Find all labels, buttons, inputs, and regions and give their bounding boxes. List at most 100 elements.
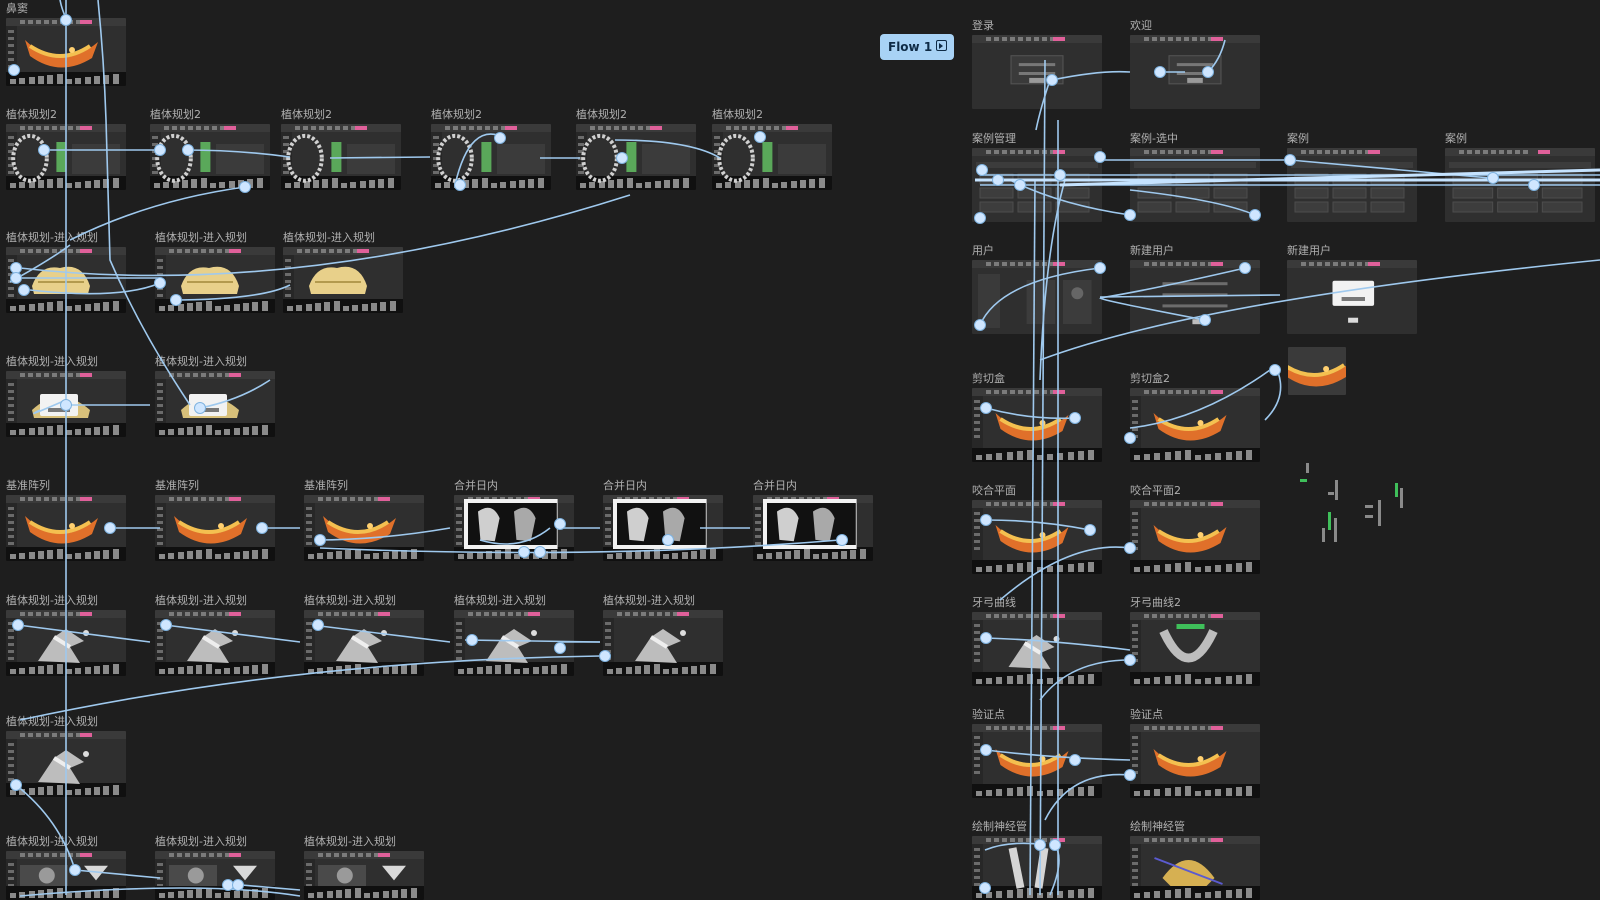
prototype-frame[interactable]: 案例管理 — [972, 132, 1102, 222]
frame-thumbnail[interactable] — [1130, 148, 1260, 222]
frame-thumbnail[interactable] — [6, 495, 126, 561]
frame-label[interactable]: 合并日内 — [603, 479, 647, 492]
prototype-frame[interactable]: 绘制神经管 — [972, 820, 1102, 900]
frame-thumbnail[interactable] — [753, 495, 873, 561]
frame-thumbnail[interactable] — [304, 610, 424, 676]
frame-label[interactable]: 剪切盒 — [972, 372, 1005, 385]
frame-label[interactable]: 案例 — [1445, 132, 1467, 145]
frame-label[interactable]: 植体规划-进入规划 — [6, 594, 98, 607]
prototype-frame[interactable]: 植体规划-进入规划 — [155, 594, 275, 676]
frame-label[interactable]: 植体规划2 — [281, 108, 332, 121]
frame-label[interactable]: 基准阵列 — [155, 479, 199, 492]
frame-thumbnail[interactable] — [1130, 500, 1260, 574]
frame-label[interactable]: 案例 — [1287, 132, 1309, 145]
frame-label[interactable]: 验证点 — [1130, 708, 1163, 721]
prototype-frame[interactable]: 新建用户 — [1130, 244, 1260, 334]
prototype-frame[interactable]: 牙弓曲线2 — [1130, 596, 1260, 686]
frame-thumbnail[interactable] — [972, 500, 1102, 574]
prototype-frame[interactable]: 植体规划2 — [712, 108, 832, 190]
prototype-frame[interactable]: 植体规划-进入规划 — [155, 231, 275, 313]
frame-label[interactable]: 植体规划-进入规划 — [155, 594, 247, 607]
frame-label[interactable]: 合并日内 — [753, 479, 797, 492]
frame-thumbnail[interactable] — [6, 610, 126, 676]
prototype-frame[interactable]: 剪切盒2 — [1130, 372, 1260, 462]
frame-label[interactable]: 植体规划2 — [6, 108, 57, 121]
prototype-frame[interactable]: 基准阵列 — [155, 479, 275, 561]
prototype-frame[interactable]: 植体规划-进入规划 — [6, 594, 126, 676]
frame-thumbnail[interactable] — [155, 851, 275, 900]
frame-thumbnail[interactable] — [155, 247, 275, 313]
frame-thumbnail[interactable] — [281, 124, 401, 190]
prototype-frame[interactable]: 验证点 — [1130, 708, 1260, 798]
frame-thumbnail[interactable] — [1130, 612, 1260, 686]
frame-label[interactable]: 植体规划-进入规划 — [6, 355, 98, 368]
prototype-frame[interactable]: 合并日内 — [753, 479, 873, 561]
frame-label[interactable]: 鼻窦 — [6, 2, 28, 15]
prototype-frame[interactable]: 欢迎 — [1130, 19, 1260, 109]
frame-label[interactable]: 植体规划-进入规划 — [155, 355, 247, 368]
frame-thumbnail[interactable] — [283, 247, 403, 313]
frame-thumbnail[interactable] — [1130, 836, 1260, 900]
prototype-frame[interactable]: 绘制神经管 — [1130, 820, 1260, 900]
frame-thumbnail[interactable] — [6, 18, 126, 86]
frame-label[interactable]: 植体规划-进入规划 — [283, 231, 375, 244]
frame-thumbnail[interactable] — [1130, 260, 1260, 334]
frame-thumbnail[interactable] — [6, 124, 126, 190]
frame-thumbnail[interactable] — [454, 610, 574, 676]
frame-thumbnail[interactable] — [972, 148, 1102, 222]
prototype-frame[interactable]: 剪切盒 — [972, 372, 1102, 462]
frame-thumbnail[interactable] — [972, 836, 1102, 900]
frame-thumbnail[interactable] — [304, 495, 424, 561]
frame-label[interactable]: 新建用户 — [1130, 244, 1174, 257]
prototype-frame[interactable] — [1288, 347, 1346, 395]
frame-thumbnail[interactable] — [1287, 260, 1417, 334]
prototype-frame[interactable]: 植体规划-进入规划 — [304, 594, 424, 676]
frame-label[interactable]: 植体规划-进入规划 — [603, 594, 695, 607]
prototype-frame[interactable]: 牙弓曲线 — [972, 596, 1102, 686]
frame-label[interactable]: 用户 — [972, 244, 994, 257]
frame-label[interactable]: 植体规划-进入规划 — [304, 594, 396, 607]
flow-start-badge[interactable]: Flow 1 — [880, 34, 954, 60]
frame-label[interactable]: 咬合平面 — [972, 484, 1016, 497]
prototype-frame[interactable]: 新建用户 — [1287, 244, 1417, 334]
frame-label[interactable]: 绘制神经管 — [1130, 820, 1185, 833]
frame-thumbnail[interactable] — [6, 371, 126, 437]
frame-thumbnail[interactable] — [1288, 347, 1346, 395]
frame-label[interactable]: 植体规划2 — [576, 108, 627, 121]
prototype-frame[interactable]: 验证点 — [972, 708, 1102, 798]
frame-label[interactable]: 植体规划-进入规划 — [6, 231, 98, 244]
frame-thumbnail[interactable] — [155, 495, 275, 561]
frame-thumbnail[interactable] — [155, 371, 275, 437]
frame-thumbnail[interactable] — [1445, 148, 1595, 222]
frame-thumbnail[interactable] — [155, 610, 275, 676]
frame-thumbnail[interactable] — [1130, 388, 1260, 462]
prototype-frame[interactable]: 案例 — [1445, 132, 1595, 222]
frame-thumbnail[interactable] — [150, 124, 270, 190]
frame-label[interactable]: 植体规划-进入规划 — [155, 231, 247, 244]
frame-label[interactable]: 案例-选中 — [1130, 132, 1178, 145]
frame-thumbnail[interactable] — [972, 35, 1102, 109]
frame-label[interactable]: 咬合平面2 — [1130, 484, 1181, 497]
prototype-frame[interactable]: 植体规划-进入规划 — [454, 594, 574, 676]
prototype-frame[interactable]: 植体规划-进入规划 — [6, 231, 126, 313]
prototype-frame[interactable]: 植体规划-进入规划 — [283, 231, 403, 313]
frame-thumbnail[interactable] — [972, 612, 1102, 686]
prototype-frame[interactable]: 植体规划-进入规划 — [155, 355, 275, 437]
frame-thumbnail[interactable] — [1130, 724, 1260, 798]
frame-label[interactable]: 基准阵列 — [304, 479, 348, 492]
prototype-frame[interactable]: 基准阵列 — [6, 479, 126, 561]
frame-label[interactable]: 登录 — [972, 19, 994, 32]
frame-label[interactable]: 植体规划-进入规划 — [454, 594, 546, 607]
frame-thumbnail[interactable] — [6, 247, 126, 313]
frame-label[interactable]: 植体规划2 — [150, 108, 201, 121]
frame-label[interactable]: 植体规划-进入规划 — [6, 715, 98, 728]
prototype-frame[interactable]: 合并日内 — [603, 479, 723, 561]
frame-label[interactable]: 牙弓曲线 — [972, 596, 1016, 609]
frame-thumbnail[interactable] — [6, 731, 126, 797]
frame-thumbnail[interactable] — [603, 610, 723, 676]
frame-label[interactable]: 剪切盒2 — [1130, 372, 1170, 385]
prototype-frame[interactable]: 植体规划2 — [6, 108, 126, 190]
frame-thumbnail[interactable] — [1130, 35, 1260, 109]
prototype-frame[interactable]: 咬合平面2 — [1130, 484, 1260, 574]
